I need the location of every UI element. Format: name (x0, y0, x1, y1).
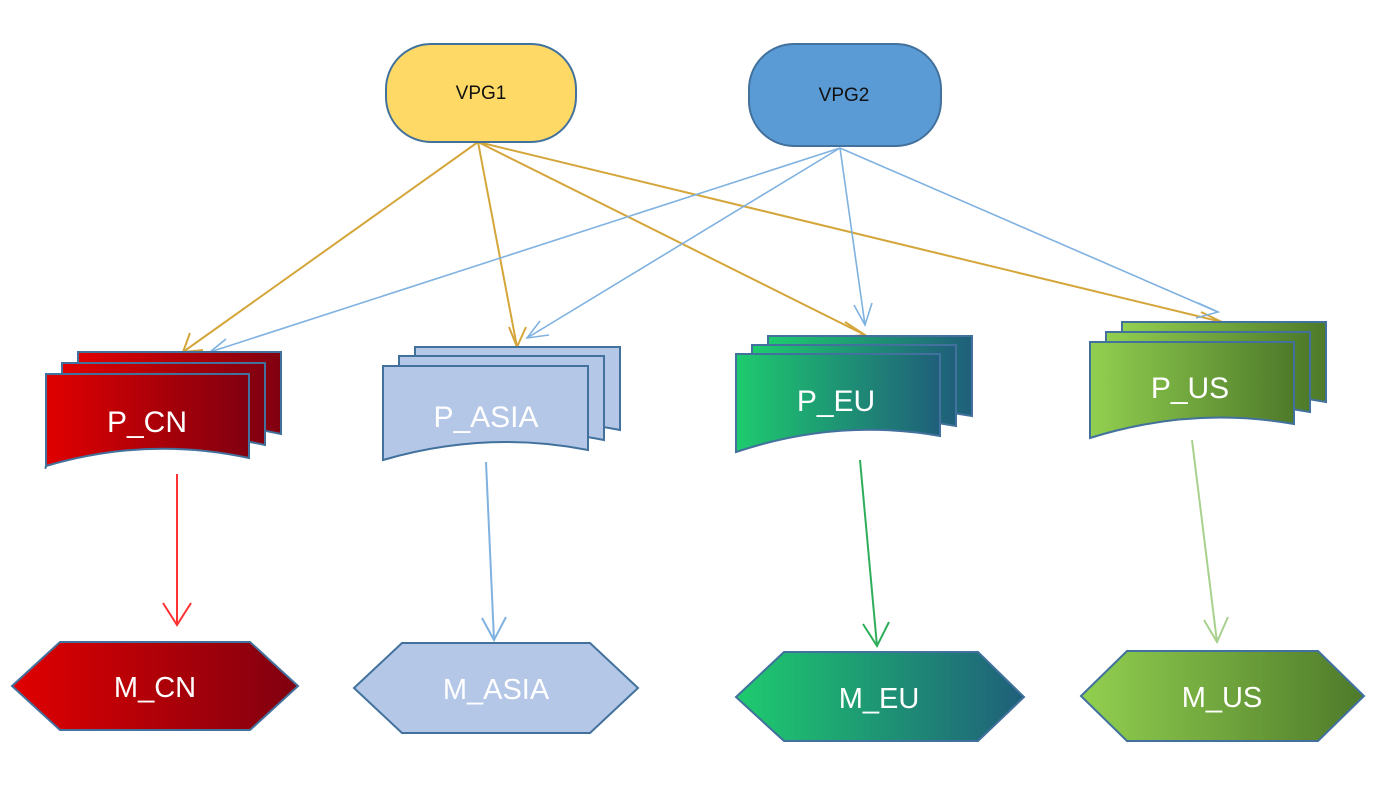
p-us-node: P_US (1089, 321, 1327, 440)
p-eu-node: P_EU (735, 335, 973, 454)
arrowhead-vpg2-p-asia (525, 320, 550, 340)
m-asia-label: M_ASIA (443, 674, 550, 706)
p-eu-label: P_EU (797, 385, 875, 418)
arrowhead-vpg2-p-eu (853, 302, 873, 328)
vpg2-connectors (208, 147, 1221, 356)
connector-p-us-m-us (1191, 439, 1218, 643)
connector-vpg1-p-asia (477, 141, 518, 348)
arrowhead-p-asia-m-asia (481, 616, 507, 643)
m-eu-label: M_EU (839, 683, 920, 715)
connector-vpg2-p-cn (209, 147, 841, 353)
p-asia-sheet-front (382, 365, 589, 462)
connector-vpg2-p-eu (839, 147, 866, 326)
arrowhead-p-eu-m-eu (862, 621, 890, 649)
vpg2-shape (748, 43, 942, 147)
m-eu-shape (734, 651, 1026, 742)
connector-vpg2-p-us (839, 147, 1219, 313)
connector-vpg1-p-us (477, 141, 1223, 323)
m-cn-node: M_CN (10, 641, 300, 731)
arrowhead-p-cn-m-cn (162, 602, 192, 627)
vpg1-connectors (181, 141, 1225, 354)
m-eu-node: M_EU (734, 651, 1026, 742)
arrowhead-vpg2-p-us (1195, 302, 1221, 319)
arrowhead-p-us-m-us (1203, 616, 1229, 645)
m-us-shape (1079, 650, 1366, 742)
p-to-m-connectors (162, 439, 1229, 649)
m-us-node: M_US (1079, 650, 1366, 742)
vpg2-node: VPG2 (748, 43, 942, 147)
p-eu-sheet-front (735, 353, 941, 454)
vpg1-shape (385, 43, 577, 143)
vpg1-label: VPG1 (456, 83, 507, 104)
connector-p-asia-m-asia (485, 461, 495, 641)
connector-vpg1-p-cn (182, 141, 479, 353)
p-cn-sheet-front (44, 373, 250, 469)
m-cn-label: M_CN (114, 672, 196, 704)
p-us-label: P_US (1151, 372, 1229, 405)
m-cn-shape (10, 641, 300, 731)
vpg1-node: VPG1 (385, 43, 577, 143)
connector-vpg2-p-asia (526, 147, 841, 339)
m-asia-shape (352, 642, 640, 734)
connector-vpg1-p-eu (477, 141, 866, 336)
p-cn-label: P_CN (107, 406, 187, 439)
arrowhead-vpg1-p-asia (508, 326, 527, 350)
p-asia-node: P_ASIA (382, 346, 621, 462)
m-asia-node: M_ASIA (352, 642, 640, 734)
p-asia-label: P_ASIA (433, 401, 538, 434)
p-us-sheet-front (1089, 341, 1295, 440)
vpg2-label: VPG2 (819, 85, 870, 106)
connector-p-eu-m-eu (859, 459, 878, 647)
m-us-label: M_US (1182, 682, 1263, 714)
p-cn-node: P_CN (44, 351, 282, 469)
